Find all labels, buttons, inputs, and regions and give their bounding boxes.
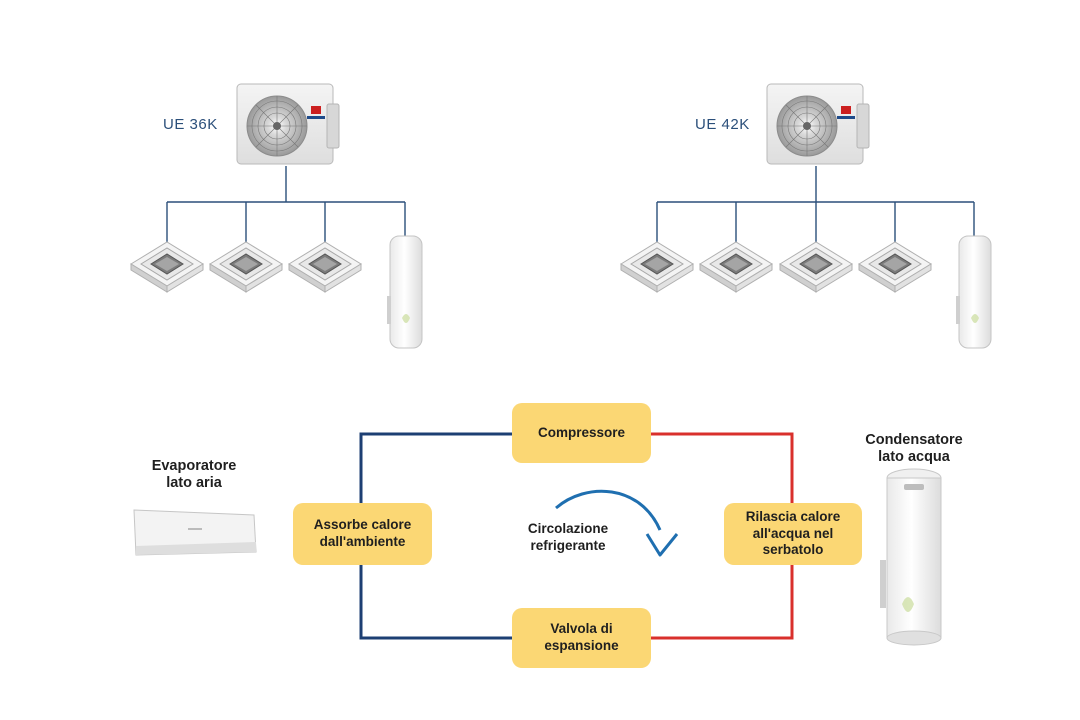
expansion-valve-box: Valvola di espansione [512,608,651,668]
ceiling-cassette-icon [130,241,204,293]
outdoor-unit-icon [766,83,870,165]
ceiling-cassette-icon [620,241,694,293]
ceiling-cassette-icon [699,241,773,293]
arrow-head-icon [645,533,679,557]
ceiling-cassette-icon [288,241,362,293]
system-ue42k [620,83,992,349]
ceiling-cassette-icon [779,241,853,293]
system-ue36k [130,83,423,349]
ceiling-cassette-icon [209,241,283,293]
circulation-arrow-icon [555,489,662,531]
outdoor-unit-icon [236,83,340,165]
unit-label-42k: UE 42K [695,116,750,133]
evaporator-label: Evaporatore lato aria [151,458,237,492]
compressor-box: Compressore [512,403,651,463]
water-heater-tank-icon [386,235,423,349]
absorb-heat-box: Assorbe calore dall'ambiente [293,503,432,565]
condenser-label: Condensatore lato acqua [865,432,963,466]
ceiling-cassette-icon [858,241,932,293]
release-heat-box: Rilascia calore all'acqua nel serbatolo [724,503,862,565]
unit-label-36k: UE 36K [163,116,218,133]
condenser-tank-icon [880,468,942,646]
circulation-label: Circolazione refrigerante [527,521,609,553]
wall-split-unit-icon [133,509,257,556]
water-heater-tank-icon [955,235,992,349]
